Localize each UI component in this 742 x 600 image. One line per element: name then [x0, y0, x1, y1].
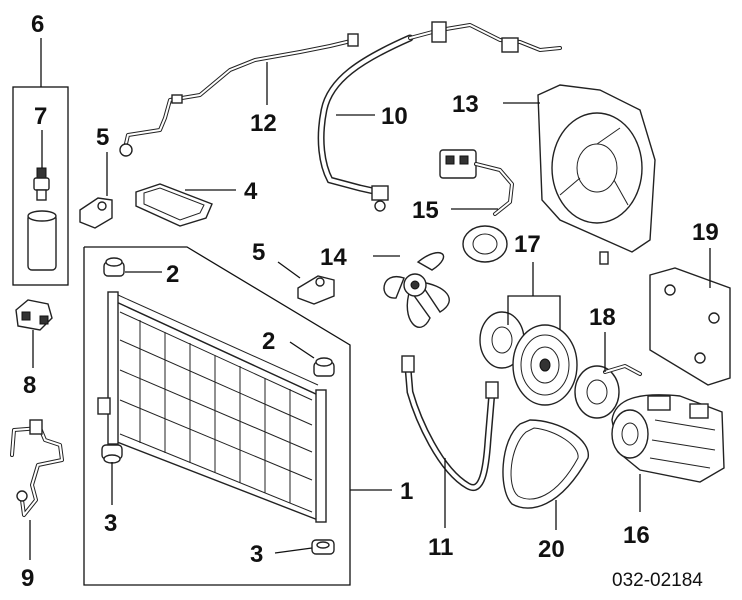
callout-14: 14 [320, 244, 347, 271]
catalog-code: 032-02184 [612, 570, 703, 591]
callout-3: 3 [104, 510, 117, 537]
fan-motor-15-part [439, 149, 514, 263]
callout-18: 18 [589, 304, 616, 331]
pressure-switch-part [33, 167, 50, 201]
gasket-4-part [135, 183, 213, 227]
callout-1: 1 [400, 478, 413, 505]
callout-6: 6 [31, 11, 44, 38]
fan-14-part [383, 252, 450, 329]
callout-5: 5 [252, 239, 265, 266]
fan-shroud-part [537, 84, 656, 265]
field-coil-18-part [574, 364, 642, 419]
hose-10-part [317, 21, 562, 212]
bracket-5-upper-part [79, 197, 113, 229]
compressor-bracket-19-part [649, 267, 731, 386]
callout-13: 13 [452, 91, 479, 118]
condenser-part [97, 291, 327, 523]
hose-11-part [401, 355, 499, 491]
receiver-dryer-part [27, 210, 57, 271]
callout-10: 10 [381, 103, 408, 130]
condenser-group-frame [83, 246, 351, 586]
compressor-16-part [611, 394, 725, 483]
mount-cushion-upper-right [313, 357, 335, 377]
receiver-pipe-part [10, 419, 64, 517]
mount-cushion-lower-left [101, 444, 123, 464]
callout-19: 19 [692, 219, 719, 246]
callout-5: 5 [96, 124, 109, 151]
drive-belt-20-part [502, 419, 589, 509]
callout-2: 2 [262, 328, 275, 355]
pipe-12-part [119, 33, 359, 157]
callout-17: 17 [514, 231, 541, 258]
receiver-bracket-part [15, 299, 53, 331]
callout-3: 3 [250, 541, 263, 568]
pulley-part [512, 324, 578, 406]
callout-4: 4 [244, 178, 258, 205]
mount-cushion-lower-right [311, 539, 335, 555]
callout-labels: 1 2 2 3 3 4 5 5 6 7 8 9 10 11 12 13 14 1… [21, 11, 719, 592]
callout-8: 8 [23, 372, 36, 399]
bracket-5-lower-part [297, 275, 335, 305]
callout-20: 20 [538, 536, 565, 563]
callout-12: 12 [250, 110, 277, 137]
leader-lines [29, 38, 711, 560]
callout-2: 2 [166, 261, 179, 288]
callout-15: 15 [412, 197, 439, 224]
callout-16: 16 [623, 522, 650, 549]
callout-11: 11 [428, 534, 453, 561]
mount-cushion-upper-left [103, 257, 125, 277]
callout-9: 9 [21, 565, 34, 592]
callout-7: 7 [34, 103, 47, 130]
